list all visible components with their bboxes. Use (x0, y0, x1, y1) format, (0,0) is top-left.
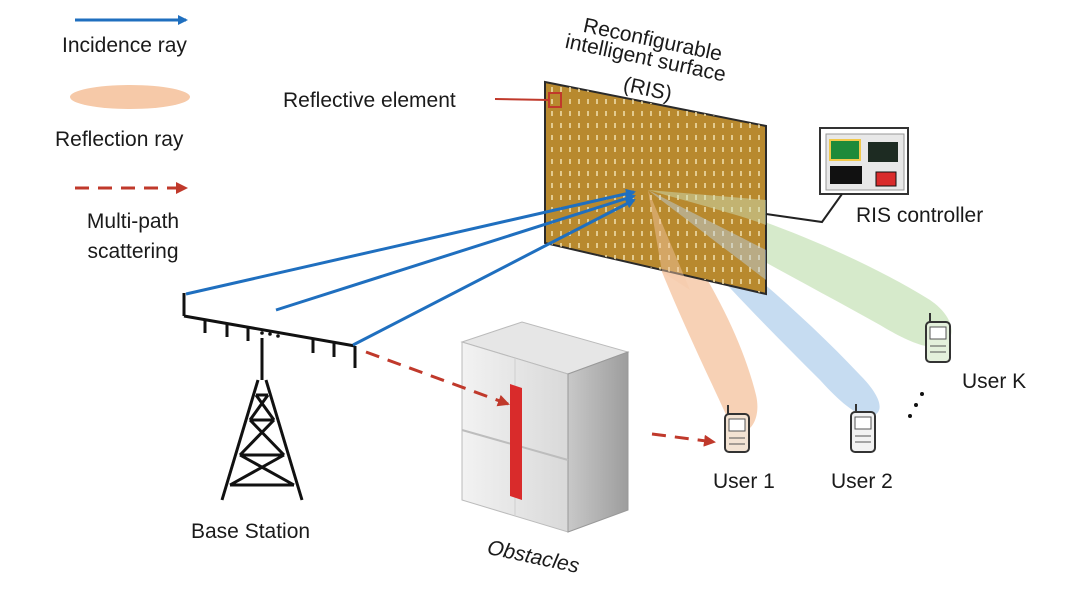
ris-panel (544, 80, 767, 296)
obstacle-stripe (510, 384, 522, 500)
antenna-array (182, 293, 357, 368)
legend-multipath-label-line2: scattering (87, 240, 179, 263)
reflection-beams-overlay (648, 190, 766, 290)
user2-label: User 2 (831, 470, 893, 493)
legend-reflection-label: Reflection ray (55, 128, 184, 151)
incidence-rays (185, 188, 636, 347)
phone-userk-icon (925, 313, 951, 363)
reflective-element-pointer (494, 98, 551, 101)
obstacle-cabinet (460, 321, 630, 533)
base-station-tower (220, 338, 304, 501)
base-station-label: Base Station (191, 520, 311, 543)
ris-controller-label: RIS controller (856, 204, 984, 227)
userk-label: User K (962, 370, 1027, 393)
reflective-element-label: Reflective element (283, 89, 456, 112)
legend-multipath-label-line1: Multi-path (86, 210, 180, 233)
users-ellipsis (908, 392, 924, 418)
phone-user2-icon (850, 404, 876, 453)
multipath-arrows (365, 350, 716, 447)
legend-reflection-shape (70, 85, 190, 109)
phone-user1-icon (724, 405, 750, 453)
legend (70, 15, 190, 194)
user1-label: User 1 (713, 470, 775, 493)
ris-controller (765, 127, 909, 224)
legend-incidence-label: Incidence ray (62, 34, 187, 57)
